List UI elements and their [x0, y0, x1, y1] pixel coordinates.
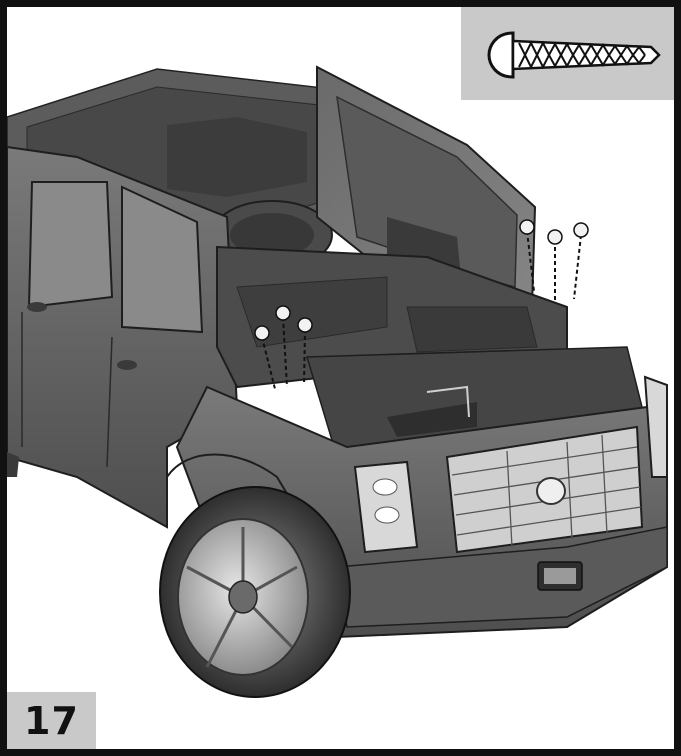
hardware-panel	[461, 7, 674, 100]
step-number: 17	[24, 698, 79, 743]
screw-icon	[487, 31, 661, 79]
step-number-badge: 17	[7, 692, 96, 749]
vehicle-illustration	[7, 65, 668, 698]
